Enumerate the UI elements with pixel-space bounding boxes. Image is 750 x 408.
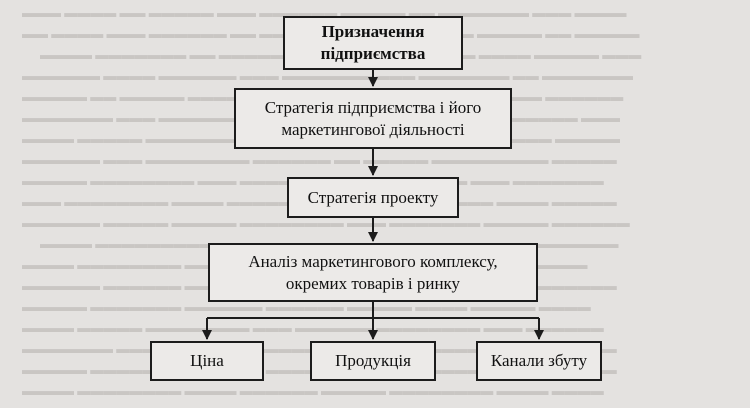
node-price: Ціна <box>150 341 264 381</box>
node-project: Стратегія проекту <box>287 177 459 218</box>
node-channels: Канали збуту <box>476 341 602 381</box>
node-strategy: Стратегія підприємства і його маркетинго… <box>234 88 512 149</box>
node-product: Продукція <box>310 341 436 381</box>
node-analysis: Аналіз маркетингового комплексу, окремих… <box>208 243 538 302</box>
node-purpose: Призначення підприємства <box>283 16 463 70</box>
